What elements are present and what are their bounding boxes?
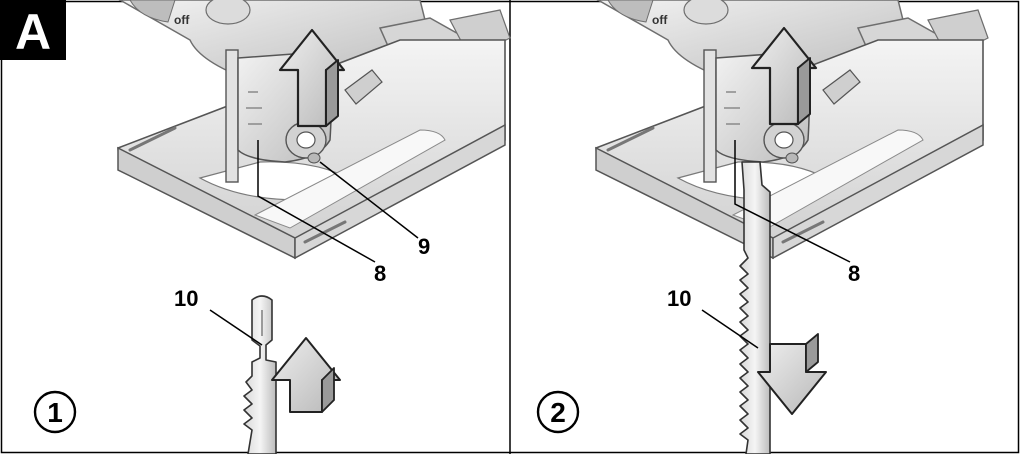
figure-letter: A (15, 4, 51, 60)
step-badge-2: 2 (536, 390, 580, 434)
step-number: 2 (550, 397, 566, 428)
callout-label-10: 10 (174, 286, 198, 311)
leader-line-8 (257, 140, 376, 263)
saw-blade (243, 295, 277, 455)
callout-label-8: 8 (848, 261, 860, 286)
leader-line-10 (701, 309, 759, 349)
callout-label-10: 10 (667, 286, 691, 311)
saw-blade (739, 161, 771, 455)
insert-direction-arrow-icon (757, 333, 827, 415)
switch-label: off (652, 13, 668, 27)
step-number: 1 (47, 397, 63, 428)
step-badge-1: 1 (33, 390, 77, 434)
panel-step-1: off 8 9 10 1 (33, 0, 512, 455)
panel-step-2: off 8 10 2 (536, 0, 990, 455)
callout-label-9: 9 (418, 234, 430, 259)
leader-line-10 (209, 309, 263, 346)
leader-line-8 (734, 140, 851, 263)
figure-letter-badge: A (0, 0, 66, 60)
switch-label: off (174, 13, 190, 27)
leader-line-9 (319, 161, 419, 239)
insert-direction-arrow-icon (271, 337, 341, 413)
callout-label-8: 8 (374, 261, 386, 286)
